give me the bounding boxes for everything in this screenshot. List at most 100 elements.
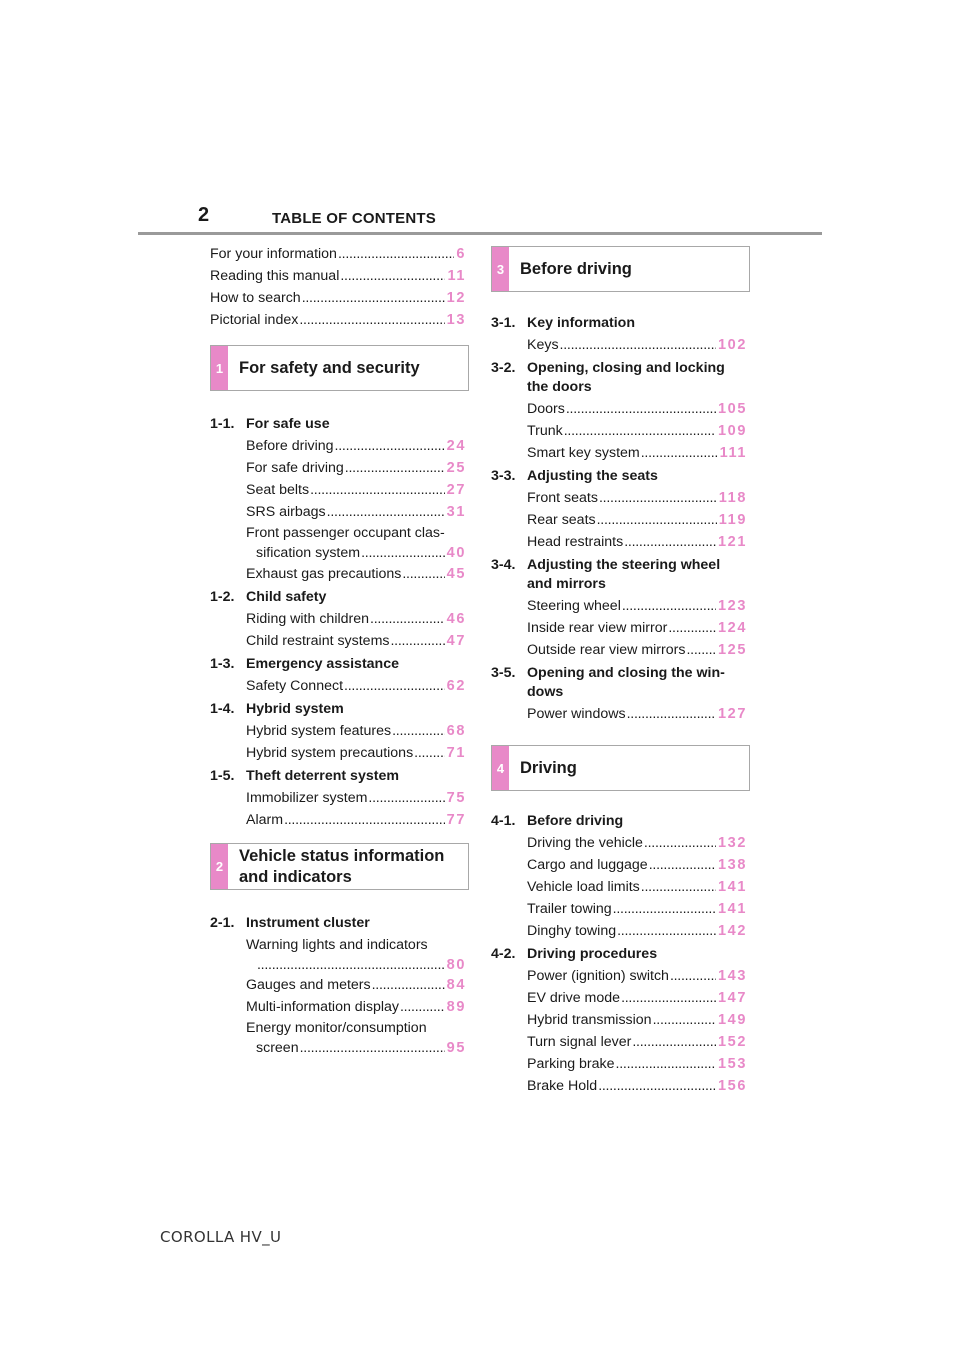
page-link[interactable]: 47 bbox=[446, 633, 466, 649]
page-link[interactable]: 25 bbox=[446, 460, 466, 476]
page-link[interactable]: 13 bbox=[446, 312, 466, 328]
page-link[interactable]: 31 bbox=[446, 504, 466, 520]
toc-entry[interactable]: Seat belts27 bbox=[210, 479, 466, 501]
toc-entry[interactable]: Hybrid system precautions71 bbox=[210, 742, 466, 764]
page-link[interactable]: 45 bbox=[446, 566, 466, 582]
page-link[interactable]: 84 bbox=[446, 977, 466, 993]
section-heading[interactable]: 4-2.Driving procedures bbox=[491, 946, 658, 962]
page-link[interactable]: 6 bbox=[456, 246, 466, 262]
toc-entry[interactable]: Pictorial index13 bbox=[210, 309, 466, 331]
toc-entry[interactable]: EV drive mode147 bbox=[491, 987, 747, 1009]
page-link[interactable]: 62 bbox=[446, 678, 466, 694]
toc-entry[interactable]: Head restraints121 bbox=[491, 531, 747, 553]
chapter-heading-1[interactable]: 1 For safety and security bbox=[210, 345, 469, 391]
toc-entry[interactable]: Power windows127 bbox=[491, 703, 747, 725]
toc-entry[interactable]: Turn signal lever152 bbox=[491, 1031, 747, 1053]
section-heading[interactable]: 1-3.Emergency assistance bbox=[210, 656, 400, 672]
toc-entry[interactable]: Cargo and luggage138 bbox=[491, 854, 747, 876]
toc-entry[interactable]: Immobilizer system75 bbox=[210, 787, 466, 809]
page-link[interactable]: 119 bbox=[718, 512, 747, 528]
section-heading[interactable]: 3-3.Adjusting the seats bbox=[491, 468, 658, 484]
toc-entry[interactable]: For safe driving25 bbox=[210, 457, 466, 479]
toc-entry[interactable]: Gauges and meters84 bbox=[210, 974, 466, 996]
section-heading[interactable]: 2-1.Instrument cluster bbox=[210, 915, 370, 931]
toc-entry[interactable]: Rear seats119 bbox=[491, 509, 747, 531]
section-heading[interactable]: 1-4.Hybrid system bbox=[210, 701, 344, 717]
page-link[interactable]: 156 bbox=[718, 1078, 747, 1094]
page-link[interactable]: 111 bbox=[719, 445, 747, 461]
page-link[interactable]: 118 bbox=[718, 490, 747, 506]
page-link[interactable]: 89 bbox=[446, 999, 466, 1015]
page-link[interactable]: 124 bbox=[718, 620, 747, 636]
page-link[interactable]: 142 bbox=[718, 923, 747, 939]
toc-entry[interactable]: Inside rear view mirror124 bbox=[491, 617, 747, 639]
toc-entry[interactable]: Energy monitor/consumption screen95 bbox=[210, 1018, 466, 1058]
page-link[interactable]: 68 bbox=[446, 723, 466, 739]
toc-entry[interactable]: Front seats118 bbox=[491, 487, 747, 509]
toc-entry[interactable]: Outside rear view mirrors125 bbox=[491, 639, 747, 661]
toc-entry[interactable]: SRS airbags31 bbox=[210, 501, 466, 523]
section-heading[interactable]: 4-1.Before driving bbox=[491, 813, 624, 829]
page-link[interactable]: 138 bbox=[718, 857, 747, 873]
page-link[interactable]: 46 bbox=[446, 611, 466, 627]
toc-entry[interactable]: Parking brake153 bbox=[491, 1053, 747, 1075]
page-link[interactable]: 125 bbox=[718, 642, 747, 658]
toc-entry[interactable]: Safety Connect62 bbox=[210, 675, 466, 697]
page-link[interactable]: 77 bbox=[446, 812, 466, 828]
page-link[interactable]: 80 bbox=[446, 957, 466, 973]
toc-entry[interactable]: Dinghy towing142 bbox=[491, 920, 747, 942]
toc-entry[interactable]: Hybrid system features68 bbox=[210, 720, 466, 742]
toc-entry[interactable]: Trailer towing141 bbox=[491, 898, 747, 920]
toc-entry[interactable]: For your information6 bbox=[210, 243, 466, 265]
page-link[interactable]: 152 bbox=[718, 1034, 747, 1050]
page-link[interactable]: 132 bbox=[718, 835, 747, 851]
toc-entry[interactable]: Alarm77 bbox=[210, 809, 466, 831]
toc-entry[interactable]: Trunk109 bbox=[491, 420, 747, 442]
page-link[interactable]: 109 bbox=[718, 423, 747, 439]
page-link[interactable]: 75 bbox=[446, 790, 466, 806]
page-link[interactable]: 147 bbox=[718, 990, 747, 1006]
chapter-heading-3[interactable]: 3 Before driving bbox=[491, 246, 750, 292]
toc-entry[interactable]: Steering wheel123 bbox=[491, 595, 747, 617]
toc-entry[interactable]: Doors105 bbox=[491, 398, 747, 420]
page-link[interactable]: 153 bbox=[718, 1056, 747, 1072]
page-link[interactable]: 141 bbox=[718, 901, 747, 917]
toc-entry[interactable]: Multi-information display89 bbox=[210, 996, 466, 1018]
toc-entry[interactable]: Before driving24 bbox=[210, 435, 466, 457]
toc-entry[interactable]: Reading this manual11 bbox=[210, 265, 466, 287]
toc-entry[interactable]: How to search12 bbox=[210, 287, 466, 309]
toc-entry[interactable]: Vehicle load limits141 bbox=[491, 876, 747, 898]
toc-entry[interactable]: Smart key system111 bbox=[491, 442, 747, 464]
page-link[interactable]: 127 bbox=[718, 706, 747, 722]
toc-entry[interactable]: Child restraint systems47 bbox=[210, 630, 466, 652]
toc-entry[interactable]: Keys102 bbox=[491, 334, 747, 356]
page-link[interactable]: 24 bbox=[446, 438, 466, 454]
page-link[interactable]: 143 bbox=[718, 968, 747, 984]
page-link[interactable]: 123 bbox=[718, 598, 747, 614]
toc-entry[interactable]: Front passenger occupant clas- sificatio… bbox=[210, 523, 466, 563]
toc-entry[interactable]: Brake Hold156 bbox=[491, 1075, 747, 1097]
page-link[interactable]: 71 bbox=[446, 745, 466, 761]
page-link[interactable]: 121 bbox=[718, 534, 747, 550]
section-heading[interactable]: 1-1.For safe use bbox=[210, 416, 330, 432]
toc-entry[interactable]: Power (ignition) switch143 bbox=[491, 965, 747, 987]
page-link[interactable]: 95 bbox=[446, 1040, 466, 1056]
page-link[interactable]: 102 bbox=[718, 337, 747, 353]
page-link[interactable]: 40 bbox=[446, 545, 466, 561]
toc-entry[interactable]: Exhaust gas precautions45 bbox=[210, 563, 466, 585]
section-heading[interactable]: 3-1.Key information bbox=[491, 315, 635, 331]
toc-entry[interactable]: Warning lights and indicators 80 bbox=[210, 934, 466, 974]
toc-entry[interactable]: Riding with children46 bbox=[210, 608, 466, 630]
page-link[interactable]: 149 bbox=[718, 1012, 747, 1028]
page-link[interactable]: 141 bbox=[718, 879, 747, 895]
section-heading[interactable]: 3-5.Opening and closing the win-dows bbox=[491, 665, 725, 700]
page-link[interactable]: 105 bbox=[718, 401, 747, 417]
page-link[interactable]: 27 bbox=[446, 482, 466, 498]
page-link[interactable]: 11 bbox=[447, 268, 466, 284]
section-heading[interactable]: 1-5.Theft deterrent system bbox=[210, 768, 399, 784]
section-heading[interactable]: 1-2.Child safety bbox=[210, 589, 327, 605]
page-link[interactable]: 12 bbox=[446, 290, 466, 306]
